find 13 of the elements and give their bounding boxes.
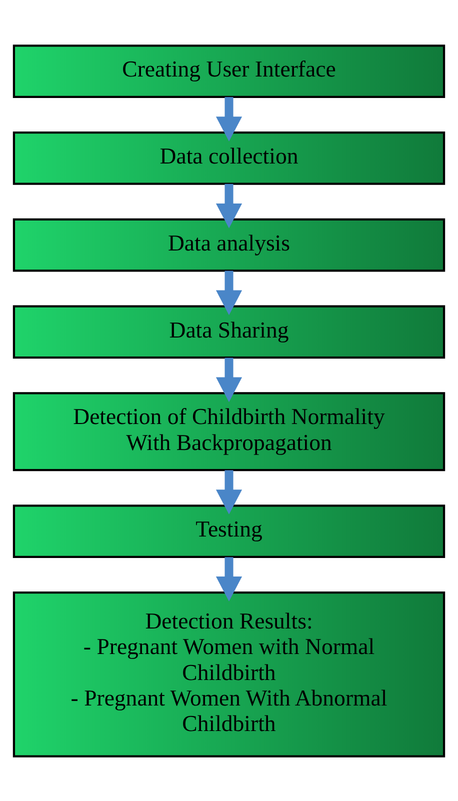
node-box: Testing (12, 504, 446, 558)
node-box: Detection of Childbirth Normality With Backpropagation (12, 392, 446, 471)
node-box: Data collection (12, 131, 446, 184)
node-box: Detection Results: - Pregnant Women with Normal Childbirth - Pregnant Women With Abnormal Childbirth (12, 590, 446, 757)
arrow (216, 183, 242, 228)
arrow (216, 96, 242, 141)
arrow (216, 357, 242, 402)
arrow (216, 270, 242, 315)
arrow (216, 556, 242, 601)
node-box: Data Sharing (12, 304, 446, 358)
arrow (216, 470, 242, 514)
node-box: Creating User Interface (12, 44, 446, 98)
node-box: Data analysis (12, 218, 446, 272)
